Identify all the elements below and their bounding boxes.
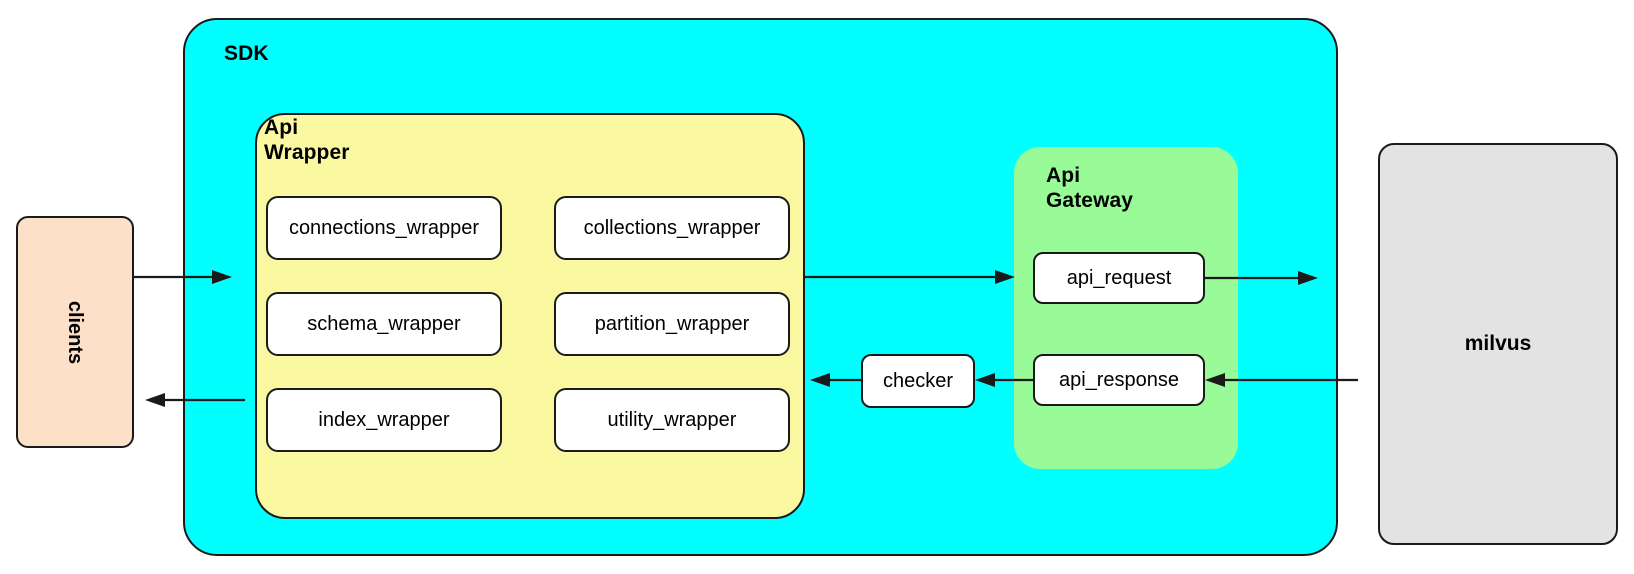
node-label: utility_wrapper [607,408,737,431]
node-milvus[interactable]: milvus [1378,143,1618,545]
node-connections-wrapper[interactable]: connections_wrapper [266,196,502,260]
node-schema-wrapper[interactable]: schema_wrapper [266,292,502,356]
api-wrapper-container-label: Api Wrapper [264,116,350,164]
node-label: connections_wrapper [288,216,480,239]
node-label: collections_wrapper [583,216,761,239]
node-clients[interactable]: clients [16,216,134,448]
api-gateway-container-label: Api Gateway [1046,164,1134,212]
node-api-request[interactable]: api_request [1033,252,1205,304]
node-label: api_request [1066,266,1172,289]
node-checker[interactable]: checker [861,354,975,408]
node-collections-wrapper[interactable]: collections_wrapper [554,196,790,260]
node-label: clients [64,300,87,364]
api-gateway-container[interactable] [1014,147,1238,469]
node-utility-wrapper[interactable]: utility_wrapper [554,388,790,452]
node-label: schema_wrapper [307,312,461,335]
node-index-wrapper[interactable]: index_wrapper [266,388,502,452]
node-api-response[interactable]: api_response [1033,354,1205,406]
node-label: checker [882,369,954,392]
node-label: milvus [1464,332,1532,355]
sdk-container-label: SDK [224,42,269,65]
node-label: api_response [1058,368,1180,391]
node-label: index_wrapper [318,408,450,431]
node-partition-wrapper[interactable]: partition_wrapper [554,292,790,356]
node-label: partition_wrapper [594,312,750,335]
